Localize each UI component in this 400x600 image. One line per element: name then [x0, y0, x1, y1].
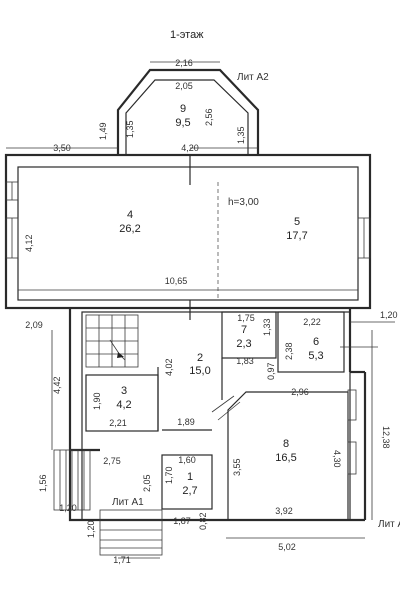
room-area: 5,3: [308, 350, 323, 362]
porch-lit-a1: [53, 449, 163, 556]
room-area: 9,5: [175, 117, 190, 129]
dimension-label: 1,75: [237, 313, 255, 323]
room-4: 4 26,2: [119, 209, 140, 235]
dimension-label: 0,97: [266, 362, 276, 380]
dimension-label: 1,70: [164, 466, 174, 484]
room-area: 4,2: [116, 399, 131, 411]
room-number: 5: [294, 216, 300, 228]
dimension-label: 2,75: [103, 456, 121, 466]
dimension-label: 2,38: [284, 342, 294, 360]
room-number: 8: [283, 438, 289, 450]
dimension-label: 1,89: [177, 417, 195, 427]
lit-a2-label: Лит А2: [237, 72, 269, 83]
dimension-label: 1,35: [125, 120, 135, 138]
room-1: 1 2,7: [182, 471, 197, 497]
dimension-label: 4,42: [52, 376, 62, 394]
dimension-label: 3,50: [53, 143, 71, 153]
dimension-label: 2,05: [175, 81, 193, 91]
dimension-label: 1,83: [236, 356, 254, 366]
main-block-walls: [4, 153, 372, 320]
room-3: 3 4,2: [116, 385, 131, 411]
dimension-label: 1,20: [86, 520, 96, 538]
dimension-label: 4,12: [24, 234, 34, 252]
bay-window-walls: [116, 68, 260, 155]
dimension-label: 1,20: [380, 310, 398, 320]
room-5: 5 17,7: [286, 216, 307, 242]
watermark-logo-icon: [4, 580, 16, 592]
window-marks: [5, 181, 371, 259]
room-area: 17,7: [286, 230, 307, 242]
dimension-lines: [6, 61, 395, 559]
dimension-label: 5,02: [278, 542, 296, 552]
dimension-label: 1,33: [262, 318, 272, 336]
dimension-label: 2,21: [109, 418, 127, 428]
dimension-label: 1,60: [178, 455, 196, 465]
dimension-label: 2,56: [204, 108, 214, 126]
dimension-label: 3,92: [275, 506, 293, 516]
dimension-label: 4,20: [181, 143, 199, 153]
staircase: [85, 314, 139, 368]
room-area: 16,5: [275, 452, 296, 464]
room-area: 15,0: [189, 365, 210, 377]
dimension-label: 1,20: [59, 503, 77, 513]
dimension-label: 1,87: [173, 516, 191, 526]
dimension-label: 2,96: [291, 387, 309, 397]
dimension-labels: 2,16 2,05 1,49 1,35 2,56 1,35 3,50 4,20 …: [24, 58, 398, 565]
room-area: 2,7: [182, 485, 197, 497]
room-number: 2: [197, 352, 203, 364]
lit-a1-label: Лит А1: [112, 497, 144, 508]
dimension-label: 1,56: [38, 474, 48, 492]
room-2: 2 15,0: [189, 352, 210, 377]
ceiling-height: h=3,00: [228, 197, 259, 208]
room-area: 26,2: [119, 223, 140, 235]
room-7: 7 2,3: [236, 324, 251, 350]
lower-block-walls: [68, 308, 367, 522]
dimension-label: 10,65: [165, 276, 188, 286]
dimension-label: 4,30: [332, 450, 342, 468]
dimension-label: 1,90: [92, 392, 102, 410]
dimension-label: 1,49: [98, 122, 108, 140]
dimension-label: 0,82: [198, 512, 208, 530]
room-9: 9 9,5: [175, 103, 190, 129]
dimension-label: 2,16: [175, 58, 193, 68]
room-8: 8 16,5: [275, 438, 296, 464]
dimension-label: 12,38: [381, 426, 391, 449]
dimension-label: 3,55: [232, 458, 242, 476]
lit-a-label: Лит А: [378, 519, 400, 530]
watermark: домклик: [4, 580, 59, 593]
plan-title: 1-этаж: [170, 29, 204, 41]
room-number: 6: [313, 336, 319, 348]
room-number: 1: [187, 471, 193, 483]
dimension-label: 2,22: [303, 317, 321, 327]
room-number: 4: [127, 209, 133, 221]
dimension-label: 1,35: [236, 126, 246, 144]
room-number: 3: [121, 385, 127, 397]
dimension-label: 2,09: [25, 320, 43, 330]
room-number: 9: [180, 103, 186, 115]
dimension-label: 1,71: [113, 555, 131, 565]
room-number: 7: [241, 324, 247, 336]
room-area: 2,3: [236, 338, 251, 350]
room-6: 6 5,3: [308, 336, 323, 362]
dimension-label: 2,05: [142, 474, 152, 492]
dimension-label: 4,02: [164, 358, 174, 376]
watermark-text: домклик: [20, 582, 59, 593]
